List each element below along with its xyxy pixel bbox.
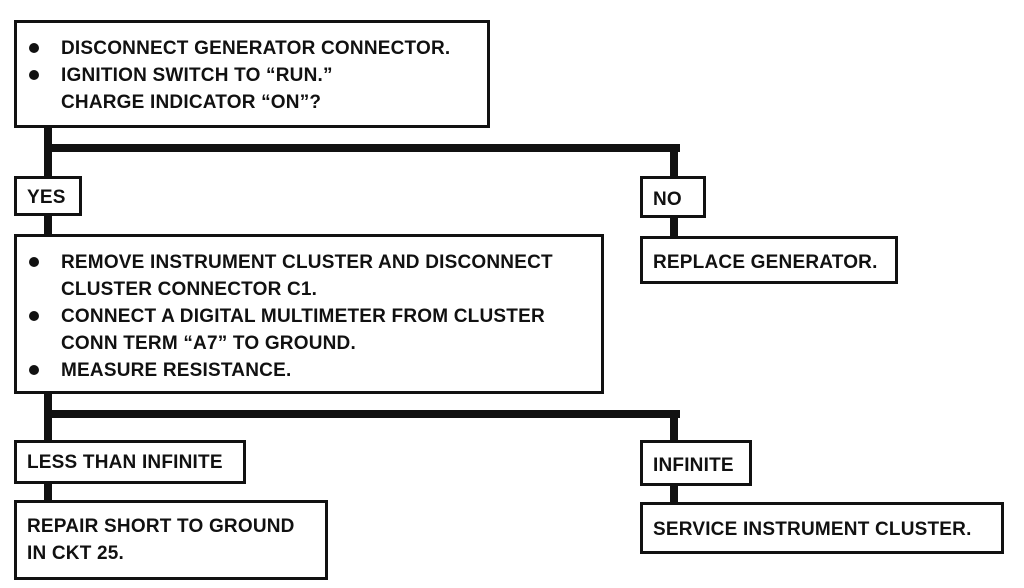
infinite-label: INFINITE <box>653 455 734 476</box>
connector-infinite-down <box>670 410 678 442</box>
step2-bullet-line: CONN TERM “A7” TO GROUND. <box>61 333 356 354</box>
repair-short-line: REPAIR SHORT TO GROUND <box>27 516 295 537</box>
connector-no-down <box>670 144 678 176</box>
yes-label-box: YES <box>14 176 82 216</box>
step1-bullet-list: DISCONNECT GENERATOR CONNECTOR. IGNITION… <box>17 35 487 89</box>
service-cluster-text: SERVICE INSTRUMENT CLUSTER. <box>653 519 972 540</box>
step2-bullet-item: CONNECT A DIGITAL MULTIMETER FROM CLUSTE… <box>17 303 601 357</box>
step2-box: REMOVE INSTRUMENT CLUSTER AND DISCONNECT… <box>14 234 604 394</box>
step1-bullet-text: IGNITION SWITCH TO “RUN.” <box>61 65 333 86</box>
connector-branch2-horizontal <box>44 410 680 418</box>
less-than-infinite-label-box: LESS THAN INFINITE <box>14 440 246 484</box>
step1-bullet-text: DISCONNECT GENERATOR CONNECTOR. <box>61 38 451 59</box>
service-cluster-box: SERVICE INSTRUMENT CLUSTER. <box>640 502 1004 554</box>
step1-bullet-item: IGNITION SWITCH TO “RUN.” <box>17 62 487 89</box>
step2-bullet-line: CONNECT A DIGITAL MULTIMETER FROM CLUSTE… <box>61 306 545 327</box>
step1-bullet-item: DISCONNECT GENERATOR CONNECTOR. <box>17 35 487 62</box>
connector-no-to-result <box>670 216 678 238</box>
repair-short-box: REPAIR SHORT TO GROUND IN CKT 25. <box>14 500 328 580</box>
connector-branch1-horizontal <box>44 144 680 152</box>
no-label: NO <box>653 189 682 210</box>
step2-bullet-line: REMOVE INSTRUMENT CLUSTER AND DISCONNECT <box>61 252 553 273</box>
connector-less-to-result <box>44 482 52 502</box>
replace-generator-box: REPLACE GENERATOR. <box>640 236 898 284</box>
connector-yes-to-step2 <box>44 214 52 236</box>
replace-generator-text: REPLACE GENERATOR. <box>653 252 878 273</box>
step2-bullet-item: MEASURE RESISTANCE. <box>17 357 601 384</box>
less-than-infinite-label: LESS THAN INFINITE <box>27 452 223 473</box>
repair-short-line: IN CKT 25. <box>27 543 125 564</box>
infinite-label-box: INFINITE <box>640 440 752 486</box>
connector-step1-down <box>44 126 52 178</box>
step1-box: DISCONNECT GENERATOR CONNECTOR. IGNITION… <box>14 20 490 128</box>
no-label-box: NO <box>640 176 706 218</box>
step2-bullet-line: CLUSTER CONNECTOR C1. <box>61 279 318 300</box>
step1-question: CHARGE INDICATOR “ON”? <box>61 92 322 113</box>
yes-label: YES <box>27 187 66 208</box>
step2-bullet-list: REMOVE INSTRUMENT CLUSTER AND DISCONNECT… <box>17 249 601 384</box>
connector-infinite-to-result <box>670 484 678 504</box>
step2-bullet-item: REMOVE INSTRUMENT CLUSTER AND DISCONNECT… <box>17 249 601 303</box>
step2-bullet-line: MEASURE RESISTANCE. <box>61 360 292 381</box>
